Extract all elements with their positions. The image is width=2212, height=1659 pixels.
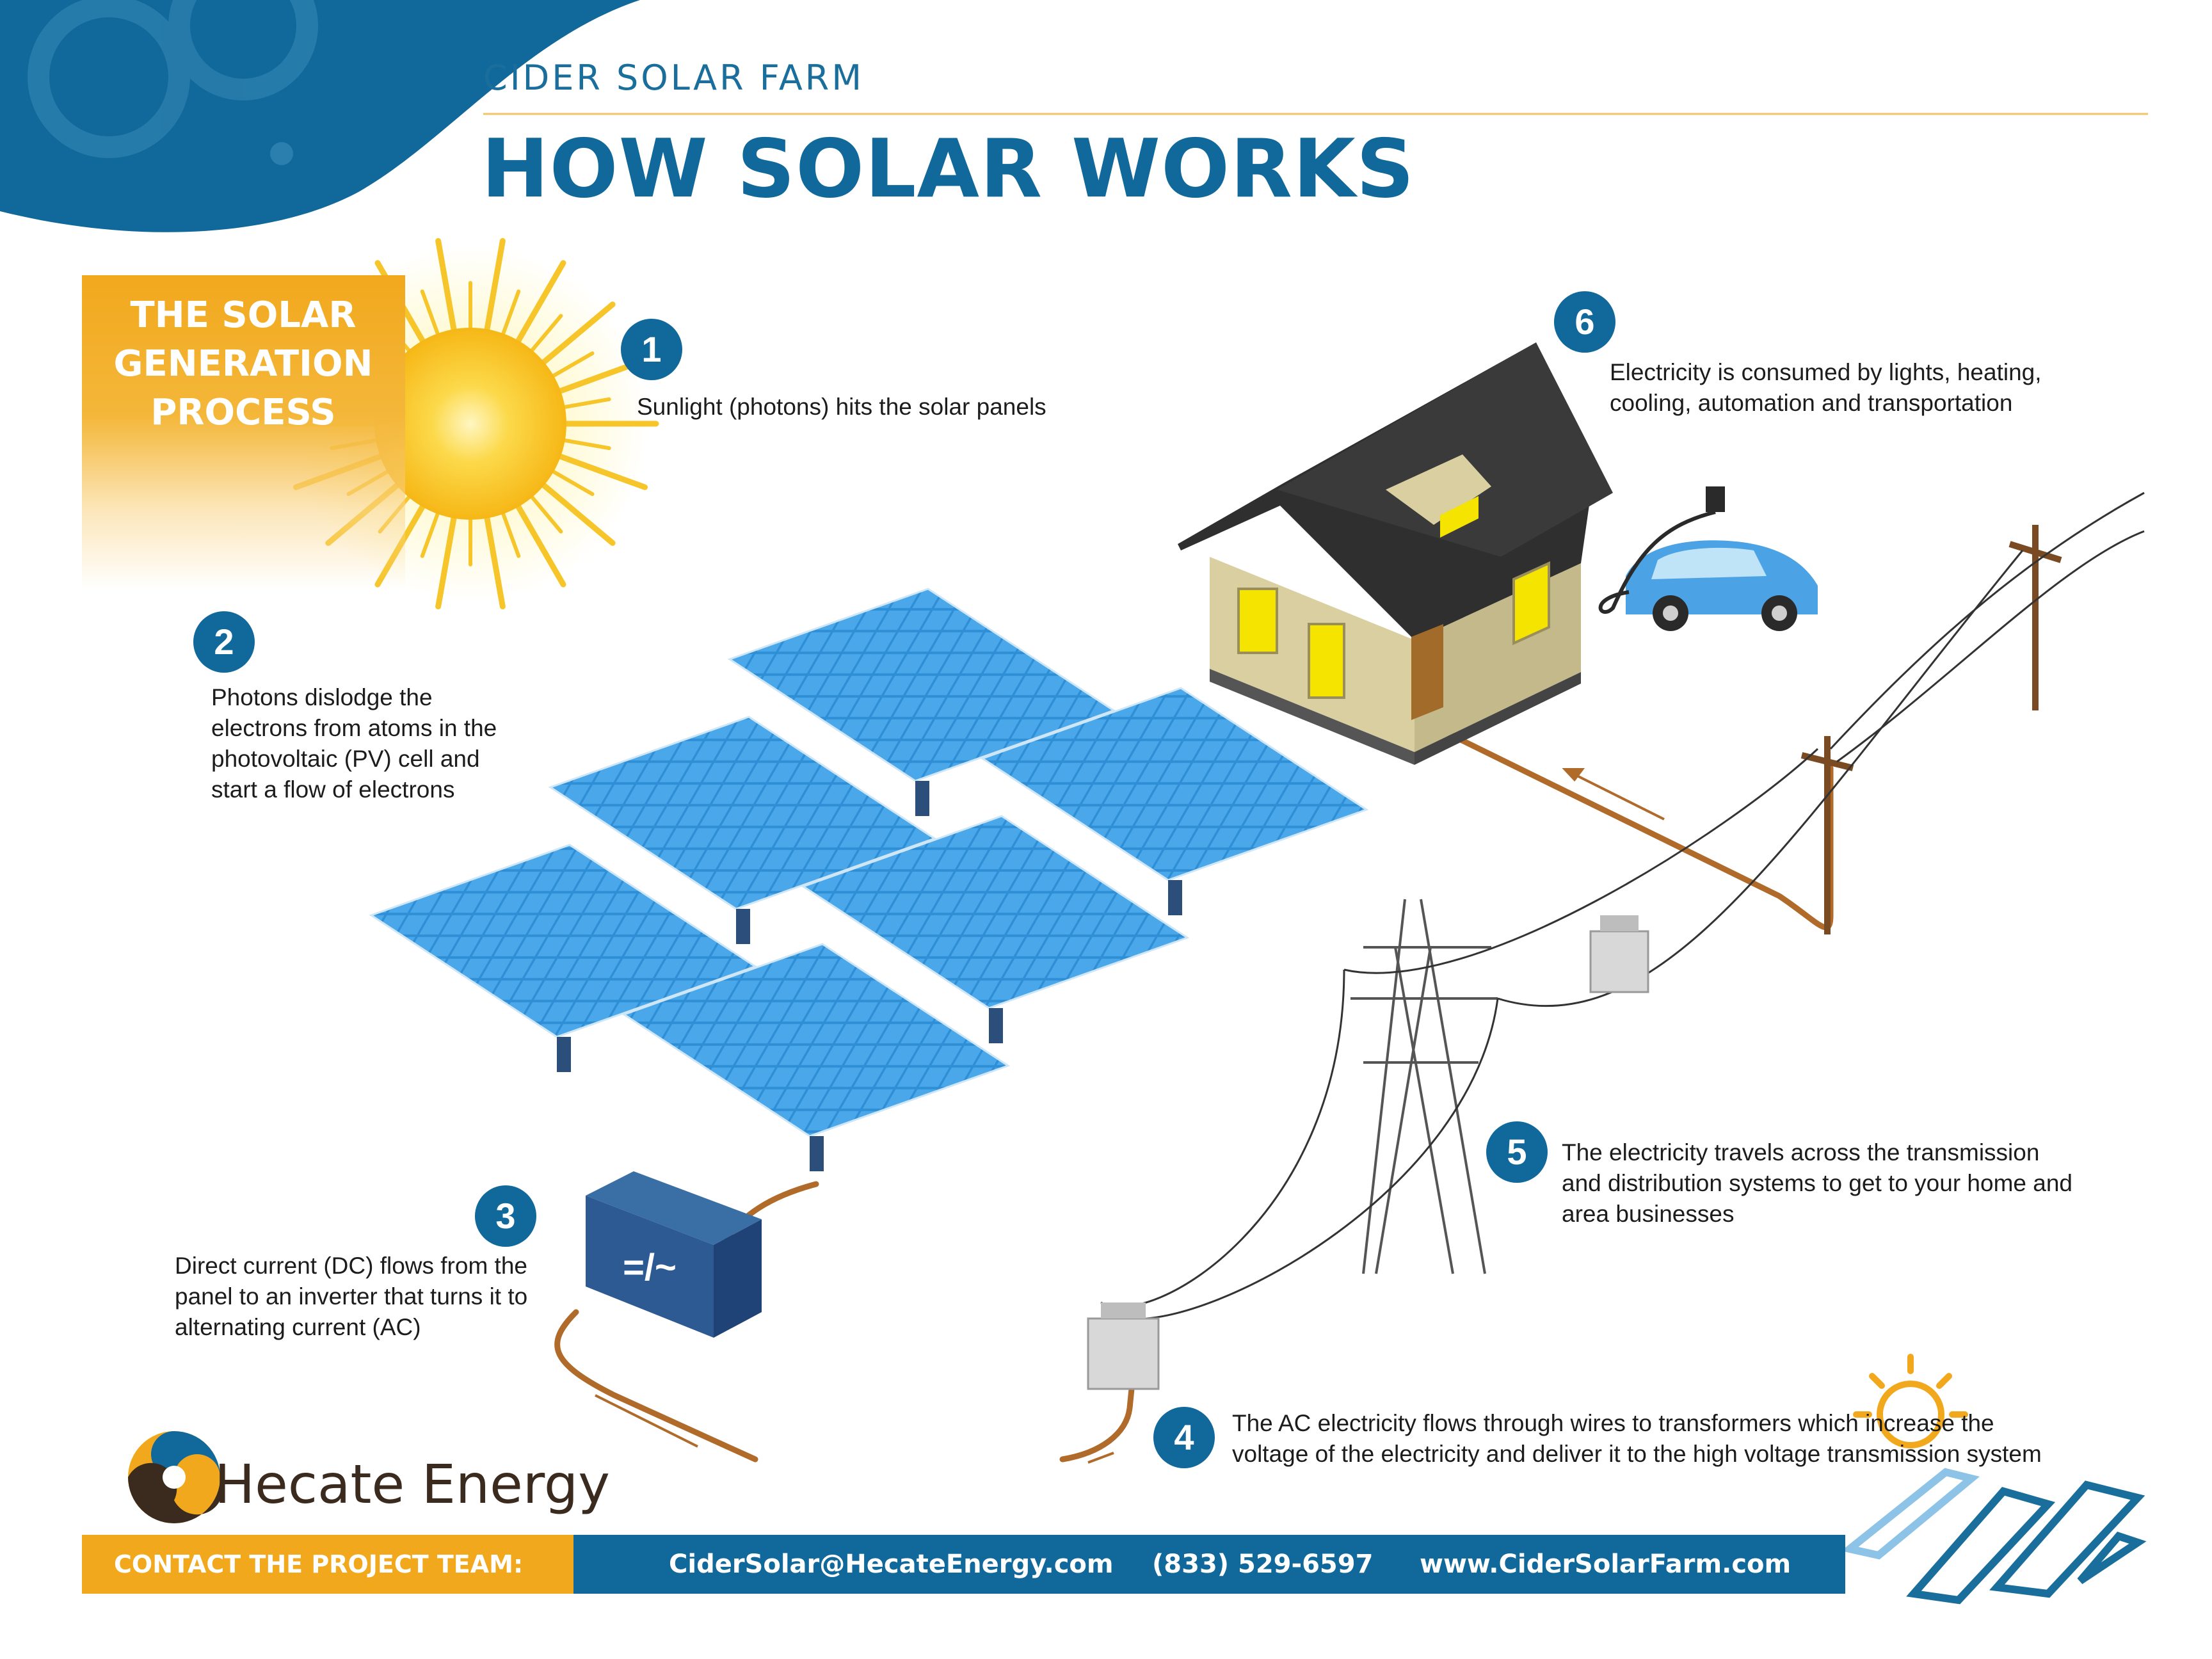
- step-2-line: photovoltaic (PV) cell and: [211, 746, 480, 772]
- step-1-line: Sunlight (photons) hits the solar panels: [637, 394, 1046, 420]
- step-1-badge: 1: [621, 319, 682, 380]
- panel-post: [736, 909, 750, 944]
- solar-panel: [727, 588, 1116, 782]
- inverter-symbol: =/~: [623, 1247, 677, 1288]
- sun-ray: [541, 301, 616, 365]
- sun-ray: [484, 515, 506, 610]
- step-2-line: electrons from atoms in the: [211, 715, 497, 741]
- sun-ray: [530, 314, 563, 353]
- page-title: HOW SOLAR WORKS: [481, 122, 1415, 216]
- transformer-2: [1589, 915, 1649, 993]
- house: [1178, 342, 1613, 765]
- sun-ray: [563, 397, 611, 409]
- step-4-line: The AC electricity flows through wires t…: [1232, 1410, 1994, 1436]
- house-windows: [1237, 561, 1550, 699]
- inverter-box: =/~: [586, 1171, 762, 1338]
- step-6-text: Electricity is consumed by lights, heati…: [1610, 357, 2042, 419]
- process-title-box: [82, 275, 405, 589]
- step-4-text: The AC electricity flows through wires t…: [1232, 1408, 2042, 1470]
- footer-phone-link[interactable]: (833) 529-6597: [1152, 1550, 1374, 1579]
- footer-contact-label: CONTACT THE PROJECT TEAM:: [114, 1550, 524, 1578]
- sun-ray: [501, 511, 521, 558]
- step-2-text: Photons dislodge the electrons from atom…: [211, 682, 497, 805]
- sun-ray: [541, 482, 616, 546]
- step-3-line: panel to an inverter that turns it to: [175, 1283, 528, 1310]
- step-4-line: voltage of the electricity and deliver i…: [1232, 1441, 2042, 1467]
- step-3-line: alternating current (AC): [175, 1314, 421, 1340]
- step-6-line: cooling, automation and transportation: [1610, 390, 2013, 416]
- sun-ray: [484, 237, 506, 332]
- step-5-badge: 5: [1486, 1121, 1548, 1183]
- process-title-line: THE SOLAR: [130, 294, 357, 336]
- panel-post: [1168, 880, 1182, 915]
- sun-ray: [420, 511, 440, 558]
- panel-post: [810, 1136, 824, 1171]
- step-1-text: Sunlight (photons) hits the solar panels: [637, 392, 1046, 422]
- step-3-line: Direct current (DC) flows from the: [175, 1253, 527, 1279]
- footer-website-link[interactable]: www.CiderSolarFarm.com: [1420, 1550, 1791, 1579]
- utility-poles: [1800, 525, 2062, 934]
- footer-email-link[interactable]: CiderSolar@HecateEnergy.com: [669, 1550, 1114, 1579]
- step-6-line: Electricity is consumed by lights, heati…: [1610, 359, 2042, 385]
- solar-panel: [980, 687, 1369, 881]
- step-6-badge: 6: [1554, 291, 1615, 353]
- solar-panel: [621, 943, 1011, 1137]
- hecate-logo-mark: [128, 1431, 223, 1523]
- solar-panel: [369, 844, 758, 1038]
- transmission-tower: [1350, 899, 1498, 1274]
- sun-ray: [530, 495, 563, 534]
- step-2-line: Photons dislodge the: [211, 684, 433, 710]
- sun-ray: [515, 260, 566, 344]
- house-door: [1411, 624, 1443, 720]
- sun-ray: [501, 289, 521, 336]
- process-title: THE SOLAR GENERATION PROCESS: [90, 291, 397, 437]
- wave-dot-decoration: [270, 142, 293, 165]
- small-sun-icon: [1853, 1354, 1968, 1448]
- hecate-logo-text: Hecate Energy: [214, 1453, 610, 1516]
- header-wave-shape: [0, 0, 640, 232]
- process-title-line: GENERATION: [113, 343, 373, 385]
- solar-panel: [548, 716, 937, 910]
- step-4-badge: 4: [1153, 1407, 1215, 1468]
- sun-ray: [557, 453, 648, 490]
- flow-arrows: [595, 768, 1665, 1464]
- step-2-badge: 2: [193, 611, 255, 673]
- step-5-line: and distribution systems to get to your …: [1562, 1170, 2072, 1196]
- sun-ray: [551, 470, 595, 496]
- wave-swirl-decoration: [28, 0, 318, 158]
- electric-car: [1598, 486, 1818, 631]
- step-5-line: area businesses: [1562, 1201, 1735, 1227]
- sun-ray: [420, 289, 440, 336]
- sun-ray: [515, 504, 566, 588]
- sun-ray: [435, 515, 457, 610]
- step-5-line: The electricity travels across the trans…: [1562, 1139, 2040, 1166]
- panel-post: [915, 781, 929, 816]
- step-5-text: The electricity travels across the trans…: [1562, 1137, 2072, 1230]
- sun-icon: [374, 328, 566, 520]
- sun-ray: [563, 438, 611, 451]
- footer-contact-box: [82, 1535, 573, 1594]
- sun-ray: [435, 237, 457, 332]
- panel-post: [557, 1037, 571, 1072]
- step-2-line: start a flow of electrons: [211, 776, 455, 803]
- solar-panel: [801, 815, 1190, 1009]
- step-3-text: Direct current (DC) flows from the panel…: [175, 1251, 527, 1343]
- solar-panel-array: [369, 588, 1369, 1171]
- footer-solar-panel-icon: [1841, 1468, 2147, 1605]
- transformer-1: [1087, 1302, 1160, 1390]
- brand-name: CIDER SOLAR FARM: [483, 58, 864, 98]
- step-3-badge: 3: [475, 1185, 536, 1247]
- process-title-line: PROCESS: [150, 392, 336, 433]
- panel-post: [989, 1008, 1003, 1043]
- sun-ray: [551, 351, 595, 378]
